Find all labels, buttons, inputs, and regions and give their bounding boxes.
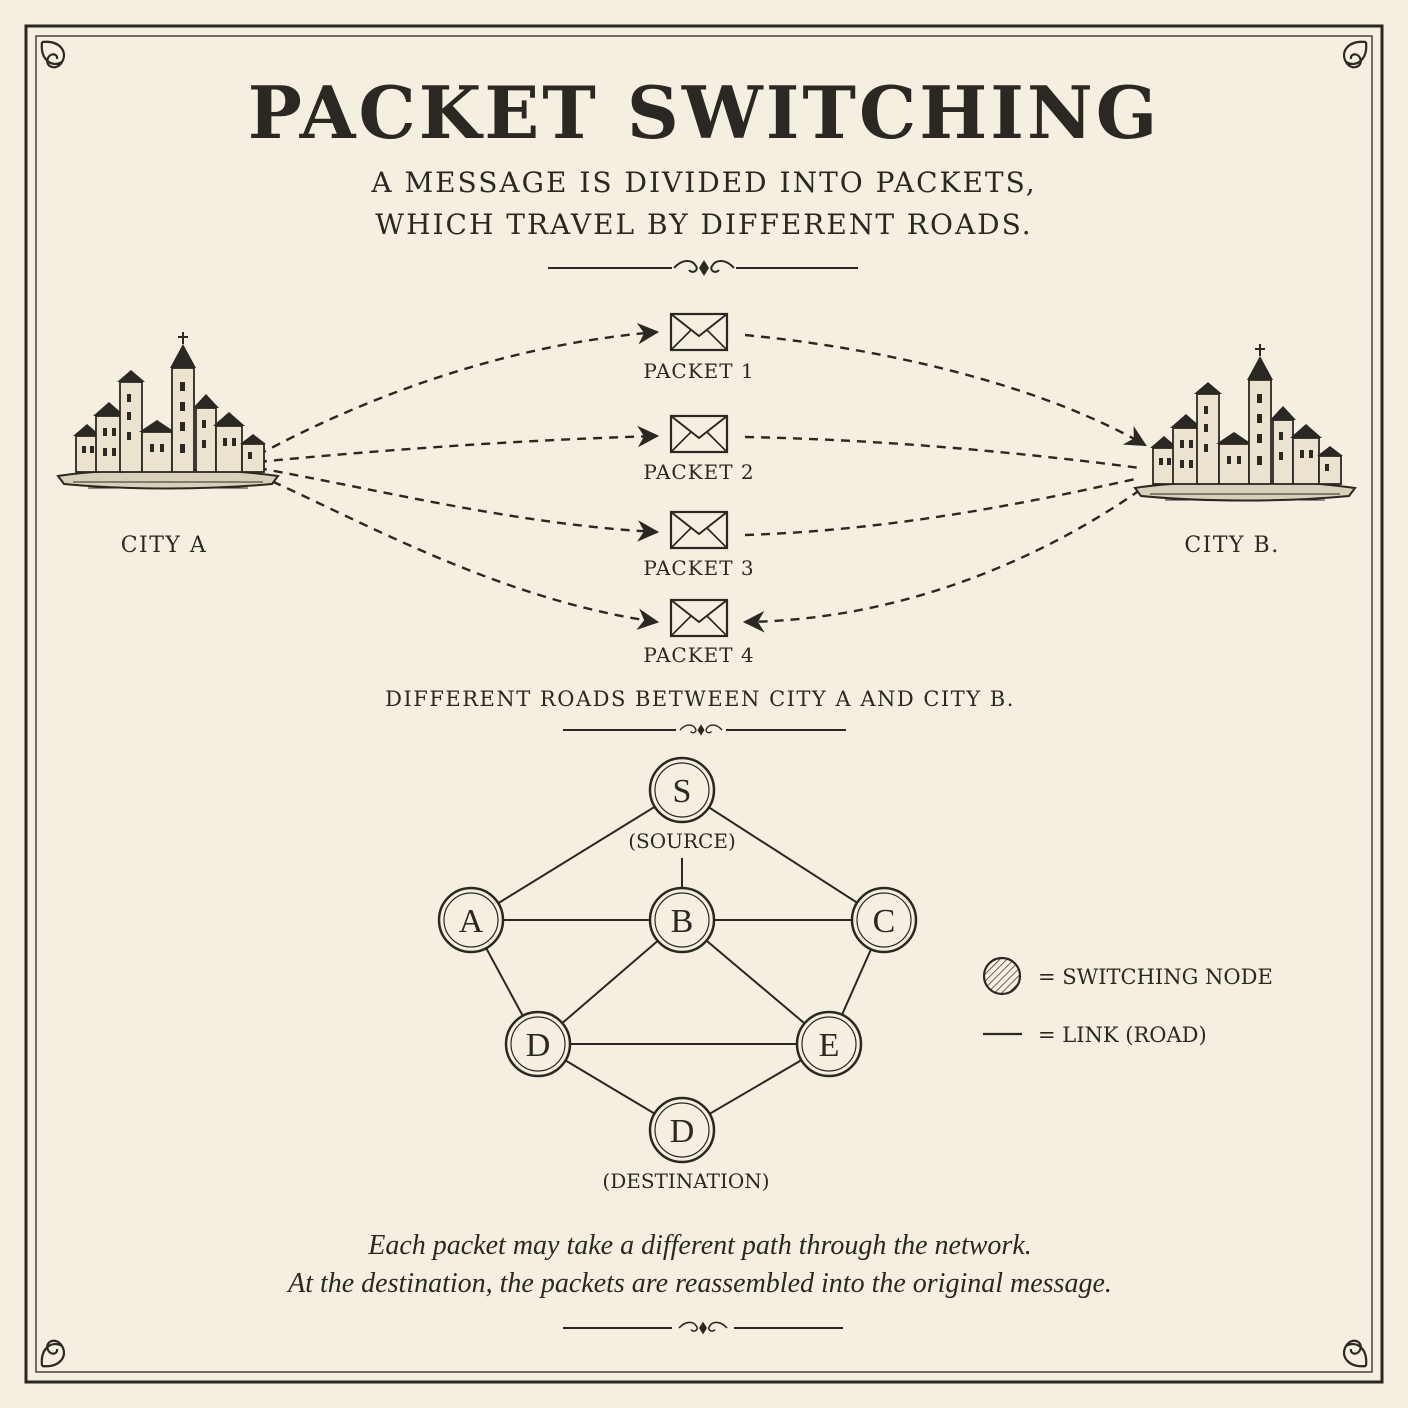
packet-label: PACKET 3	[643, 556, 754, 580]
city-b-label: CITY B.	[1184, 533, 1279, 558]
road-a-to-packet-2	[257, 425, 660, 464]
road-packet-3-to-b	[744, 476, 1141, 537]
road-a-to-packet-1	[257, 322, 660, 457]
link-s-c	[681, 789, 885, 921]
legend-link-label: = LINK (ROAD)	[1038, 1023, 1207, 1047]
envelope-icon	[669, 312, 729, 352]
node-label: B	[671, 903, 694, 940]
road-packet-2-to-b	[744, 435, 1141, 470]
envelope-icon	[669, 598, 729, 638]
node-label: A	[459, 903, 484, 940]
ornament-divider	[563, 1320, 843, 1336]
packet-2: PACKET 2	[643, 414, 754, 484]
destination-label: (DESTINATION)	[602, 1169, 769, 1193]
node-d-destination: D	[648, 1096, 716, 1164]
packet-label: PACKET 1	[643, 359, 754, 383]
city-a-label: CITY A	[121, 533, 208, 558]
envelope-icon	[669, 414, 729, 454]
node-e: E	[795, 1010, 863, 1078]
page-title: PACKET SWITCHING	[248, 70, 1161, 155]
subtitle-line-2: WHICH TRAVEL BY DIFFERENT ROADS.	[375, 208, 1032, 241]
node-label: S	[673, 773, 692, 810]
node-label: D	[670, 1113, 695, 1150]
packet-label: PACKET 2	[643, 460, 754, 484]
node-d-left: D	[504, 1010, 572, 1078]
legend-node-label: = SWITCHING NODE	[1038, 965, 1273, 989]
subtitle-line-1: A MESSAGE IS DIVIDED INTO PACKETS,	[370, 166, 1036, 199]
footer-line-2: At the destination, the packets are reas…	[286, 1268, 1112, 1299]
source-label: (SOURCE)	[628, 829, 736, 853]
hatched-circle-icon	[982, 956, 1022, 996]
envelope-icon	[669, 510, 729, 550]
node-c: C	[850, 886, 918, 954]
road-b-to-packet-4	[742, 489, 1141, 633]
roads-caption: DIFFERENT ROADS BETWEEN CITY A AND CITY …	[385, 687, 1015, 711]
packet-3: PACKET 3	[643, 510, 754, 580]
network-nodes: S (SOURCE) A B C D E	[437, 756, 918, 1193]
packet-1: PACKET 1	[643, 312, 754, 383]
node-label: C	[873, 903, 896, 940]
packet-4: PACKET 4	[643, 598, 754, 667]
ornament-divider	[563, 723, 846, 737]
ornament-divider	[548, 259, 858, 277]
node-b: B	[648, 886, 716, 954]
link-s-a	[470, 789, 683, 921]
road-a-to-packet-4	[257, 473, 660, 630]
source-label-backdrop	[628, 826, 736, 854]
road-a-to-packet-3	[257, 466, 660, 542]
road-packet-1-to-b	[744, 333, 1147, 447]
node-a: A	[437, 886, 505, 954]
legend: = SWITCHING NODE = LINK (ROAD)	[982, 956, 1273, 1047]
node-s: S	[648, 756, 716, 824]
footer-line-1: Each packet may take a different path th…	[367, 1230, 1032, 1261]
node-label: E	[819, 1027, 840, 1064]
road-paths	[257, 322, 1147, 633]
decorative-border	[24, 24, 1384, 1384]
packet-label: PACKET 4	[643, 643, 754, 667]
node-label: D	[526, 1027, 551, 1064]
